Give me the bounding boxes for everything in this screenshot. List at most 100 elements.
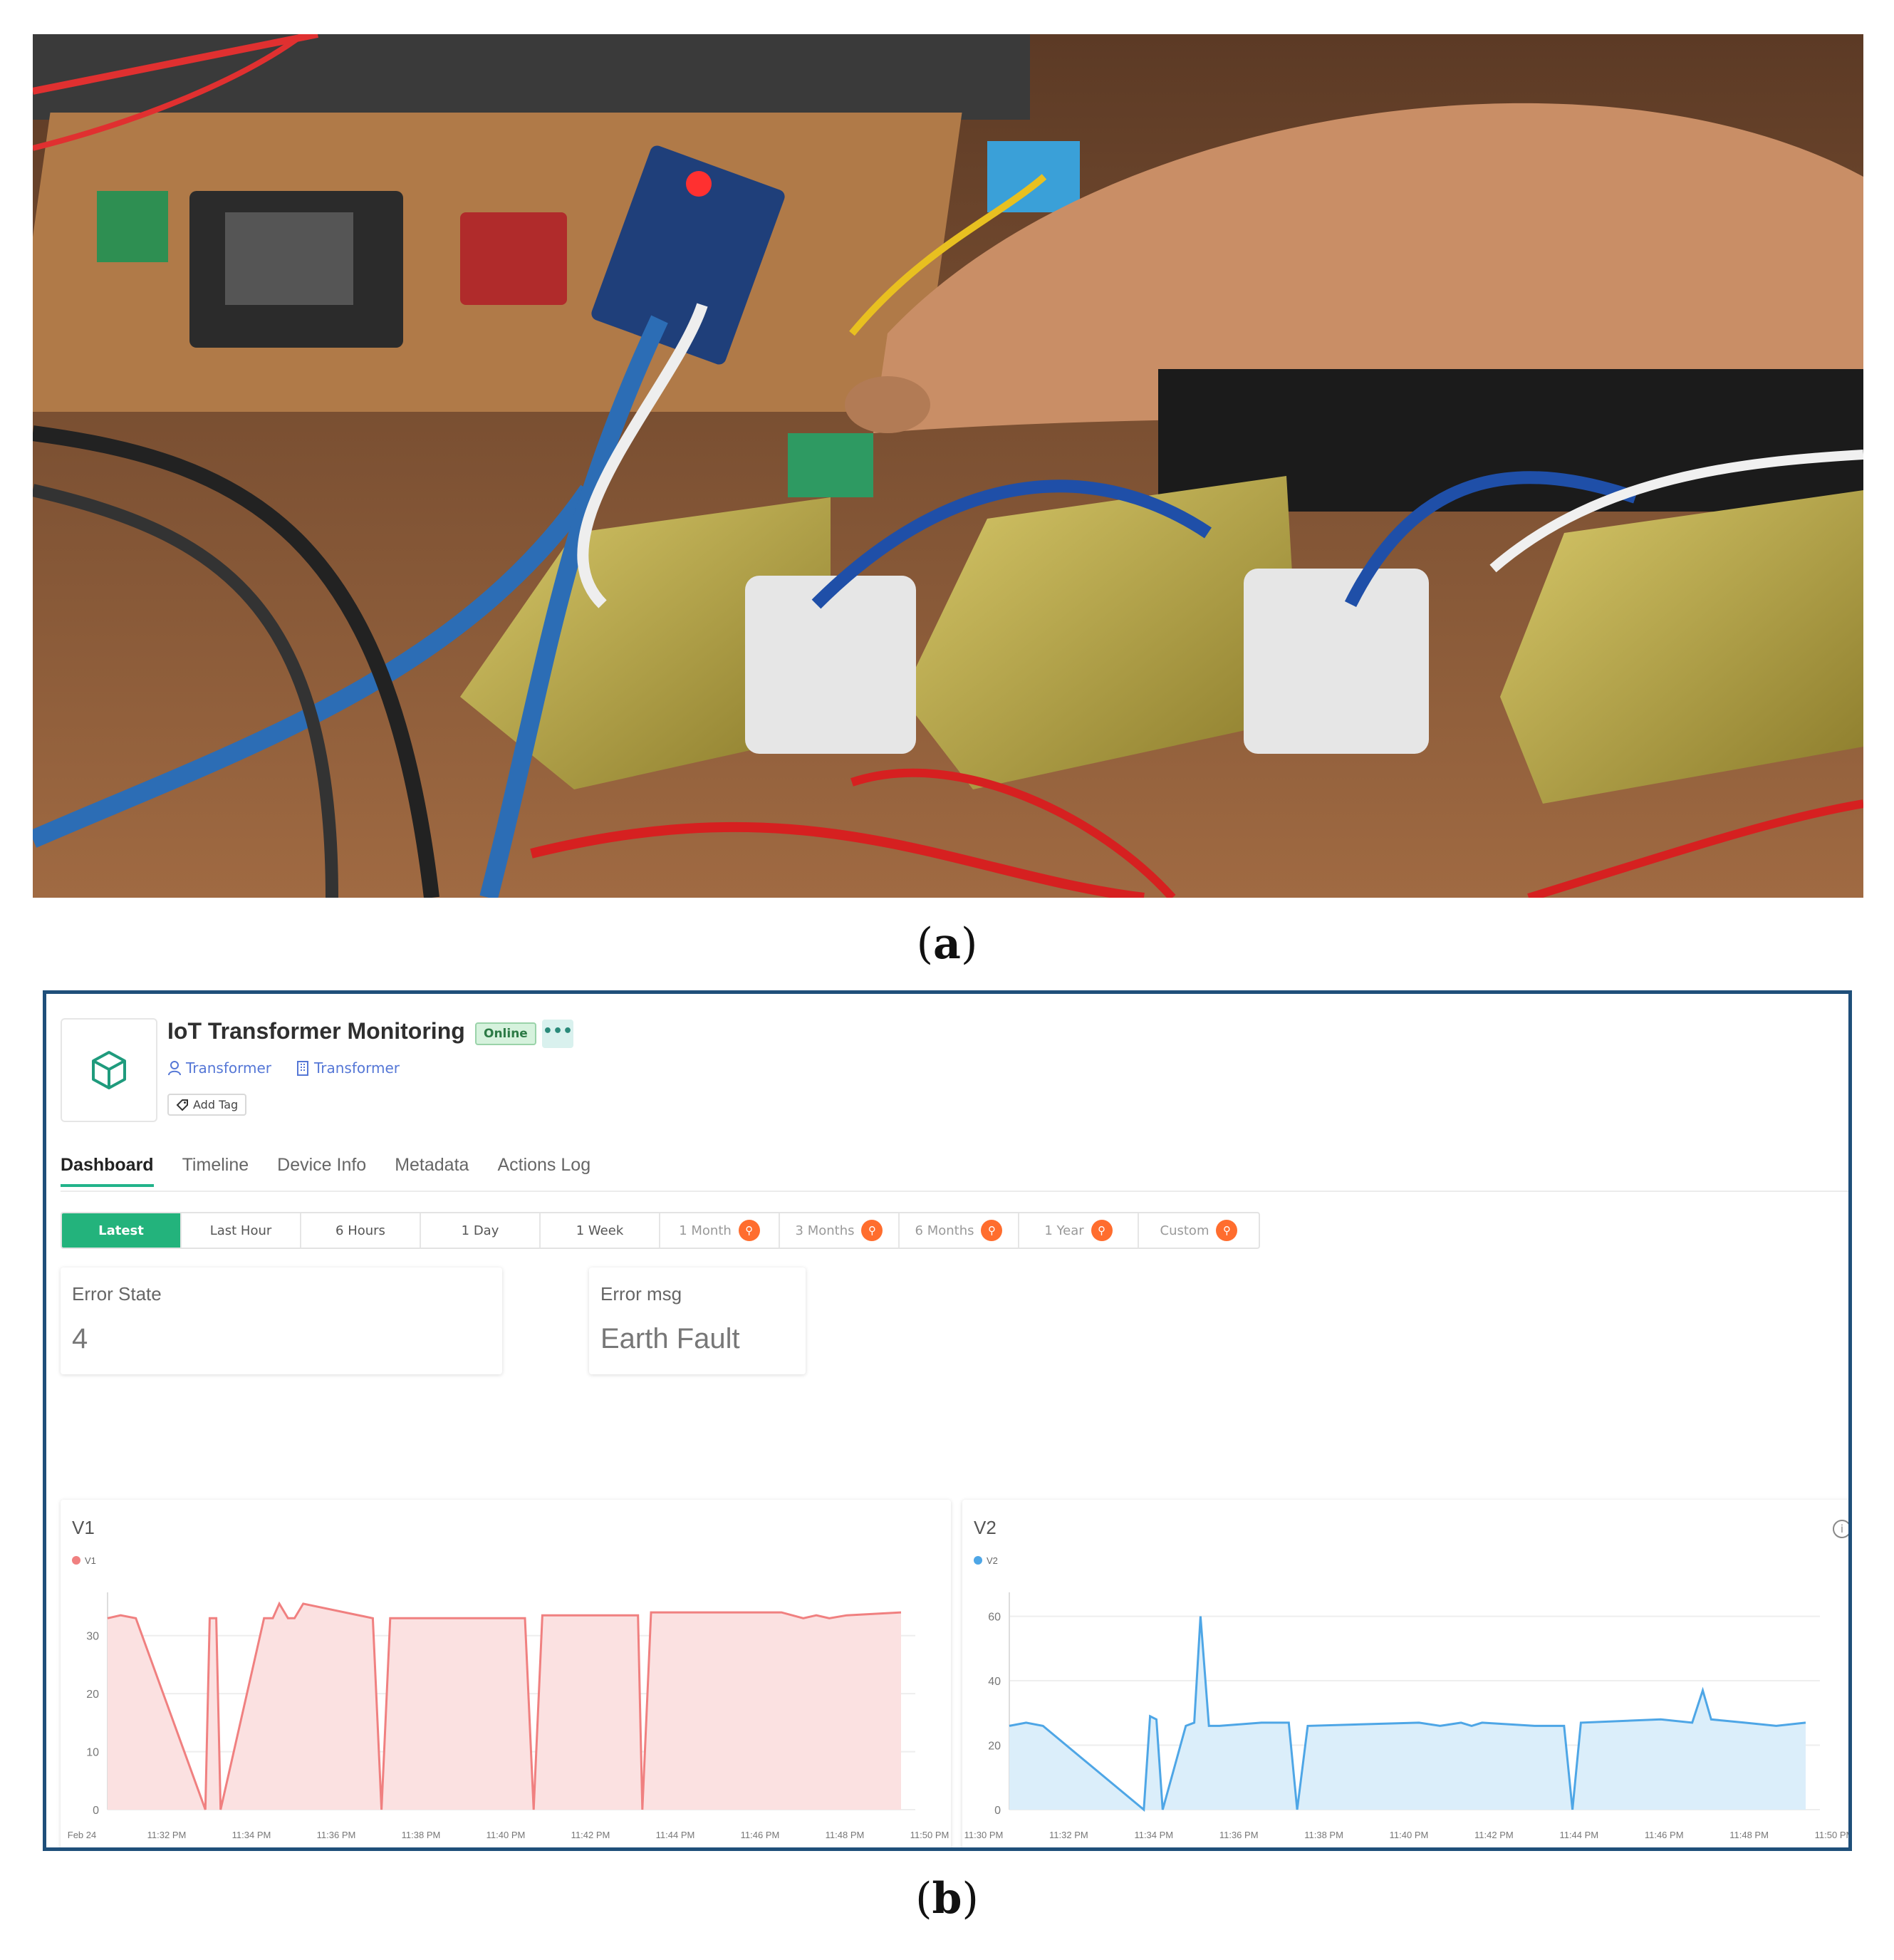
v1-legend-label: V1 — [85, 1555, 96, 1566]
v2-y-tick-label: 0 — [994, 1805, 1001, 1817]
caption-a: (a) — [916, 919, 978, 969]
range-label: 1 Month — [679, 1223, 732, 1238]
v2-x-tick-label: 11:40 PM — [1390, 1830, 1429, 1840]
v1-x-tick-label: 11:42 PM — [571, 1830, 610, 1840]
tag-icon — [176, 1099, 188, 1111]
v2-x-tick-label: 11:42 PM — [1474, 1830, 1514, 1840]
v2-chart-card: V2 i V2 0 20 40 60 11:30 PM 11:32 PM 11:34 PM 11… — [962, 1500, 1852, 1847]
v2-x-tick-label: 11:30 PM — [964, 1830, 1004, 1840]
v2-chart-title: V2 — [974, 1517, 997, 1538]
device-avatar — [61, 1018, 157, 1122]
v1-x-tick-label: Feb 24 — [68, 1830, 96, 1840]
more-button[interactable]: ••• — [542, 1020, 573, 1048]
v2-x-tick-label: 11:46 PM — [1645, 1830, 1684, 1840]
v1-area — [108, 1603, 901, 1810]
v1-series-line — [107, 1601, 902, 1810]
page-title: IoT Transformer Monitoring — [167, 1018, 465, 1044]
v1-y-tick-label: 10 — [86, 1747, 99, 1759]
owner-org-label: Transformer — [314, 1059, 400, 1077]
tabs-divider — [61, 1191, 1848, 1192]
tab-timeline[interactable]: Timeline — [182, 1155, 249, 1175]
v1-legend-marker — [72, 1556, 80, 1565]
error-msg-value: Earth Fault — [600, 1323, 740, 1354]
tab-actions-log[interactable]: Actions Log — [497, 1155, 591, 1175]
v2-legend-marker — [974, 1556, 982, 1565]
range-latest[interactable]: Latest — [62, 1213, 182, 1248]
caption-b-letter: b — [932, 1874, 962, 1924]
range-1-week[interactable]: 1 Week — [541, 1213, 660, 1248]
tab-bar: Dashboard Timeline Device Info Metadata … — [61, 1155, 590, 1187]
tab-dashboard[interactable]: Dashboard — [61, 1155, 154, 1187]
lock-icon: ⚲ — [1091, 1220, 1113, 1241]
v2-series-line — [1009, 1616, 1806, 1813]
range-label: 6 Hours — [335, 1223, 385, 1238]
error-state-widget: Error State 4 — [61, 1267, 502, 1374]
v1-x-tick-label: 11:36 PM — [317, 1830, 356, 1840]
lock-icon: ⚲ — [1216, 1220, 1238, 1241]
range-custom[interactable]: Custom ⚲ — [1139, 1213, 1259, 1248]
range-1-year[interactable]: 1 Year ⚲ — [1019, 1213, 1139, 1248]
range-3-months[interactable]: 3 Months ⚲ — [780, 1213, 900, 1248]
lock-icon: ⚲ — [738, 1220, 760, 1241]
v2-y-tick-label: 60 — [988, 1612, 1001, 1624]
v1-y-tick-label: 30 — [86, 1631, 99, 1643]
lock-icon: ⚲ — [981, 1220, 1003, 1241]
owner-org-link[interactable]: Transformer — [296, 1059, 400, 1077]
v2-y-tick-label: 40 — [988, 1676, 1001, 1688]
v2-chart: V2 0 20 40 60 11:30 PM 11:32 PM 11:34 PM 11:36 P… — [964, 1555, 1852, 1840]
v1-x-tick-label: 11:44 PM — [656, 1830, 695, 1840]
lock-icon: ⚲ — [861, 1220, 883, 1241]
error-state-label: Error State — [72, 1283, 162, 1305]
v2-legend-label: V2 — [987, 1555, 998, 1566]
v1-y-tick-label: 0 — [93, 1805, 99, 1817]
v2-y-tick-label: 20 — [988, 1741, 1001, 1753]
info-icon[interactable]: i — [1833, 1520, 1848, 1538]
caption-a-letter: a — [933, 919, 961, 969]
range-label: 1 Year — [1044, 1223, 1084, 1238]
range-1-day[interactable]: 1 Day — [421, 1213, 541, 1248]
cube-icon — [92, 1051, 126, 1089]
tab-device-info[interactable]: Device Info — [277, 1155, 367, 1175]
range-6-months[interactable]: 6 Months ⚲ — [900, 1213, 1019, 1248]
v2-x-tick-label: 11:50 PM — [1815, 1830, 1852, 1840]
v1-chart-title: V1 — [72, 1517, 95, 1538]
time-range-selector: Latest Last Hour 6 Hours 1 Day 1 Week 1 … — [61, 1212, 1260, 1249]
range-6-hours[interactable]: 6 Hours — [301, 1213, 421, 1248]
range-label: 3 Months — [795, 1223, 855, 1238]
range-label: 6 Months — [915, 1223, 974, 1238]
building-icon — [297, 1061, 308, 1076]
v2-x-tick-label: 11:34 PM — [1134, 1830, 1173, 1840]
user-icon — [168, 1061, 181, 1076]
range-label: Latest — [98, 1223, 144, 1238]
owner-user-link[interactable]: Transformer — [167, 1059, 271, 1077]
add-tag-label: Add Tag — [193, 1098, 239, 1111]
range-last-hour[interactable]: Last Hour — [182, 1213, 301, 1248]
status-badge: Online — [475, 1022, 536, 1045]
v1-x-tick-label: 11:34 PM — [232, 1830, 271, 1840]
v2-x-tick-label: 11:44 PM — [1559, 1830, 1598, 1840]
v1-x-tick-label: 11:38 PM — [402, 1830, 441, 1840]
owner-user-label: Transformer — [186, 1059, 272, 1077]
hardware-photo — [33, 34, 1863, 898]
range-label: 1 Week — [576, 1223, 624, 1238]
error-state-value: 4 — [72, 1323, 88, 1354]
hardware-photo-drawing — [33, 34, 1863, 898]
error-msg-widget: Error msg Earth Fault — [589, 1267, 806, 1374]
v2-x-tick-label: 11:48 PM — [1729, 1830, 1769, 1840]
range-label: Custom — [1160, 1223, 1209, 1238]
range-label: 1 Day — [461, 1223, 499, 1238]
v1-x-tick-label: 11:48 PM — [826, 1830, 865, 1840]
v2-area — [1009, 1616, 1806, 1810]
v1-x-tick-label: 11:50 PM — [910, 1830, 949, 1840]
dashboard-panel: IoT Transformer Monitoring Online ••• Tr… — [43, 990, 1852, 1851]
v2-x-tick-label: 11:32 PM — [1049, 1830, 1088, 1840]
tab-metadata[interactable]: Metadata — [395, 1155, 469, 1175]
v1-y-tick-label: 20 — [86, 1689, 99, 1701]
v1-x-tick-label: 11:46 PM — [741, 1830, 780, 1840]
range-1-month[interactable]: 1 Month ⚲ — [660, 1213, 780, 1248]
range-label: Last Hour — [209, 1223, 272, 1238]
v2-x-tick-label: 11:38 PM — [1304, 1830, 1343, 1840]
v2-x-tick-label: 11:36 PM — [1219, 1830, 1259, 1840]
add-tag-button[interactable]: Add Tag — [167, 1094, 247, 1116]
v1-x-tick-label: 11:40 PM — [486, 1830, 526, 1840]
